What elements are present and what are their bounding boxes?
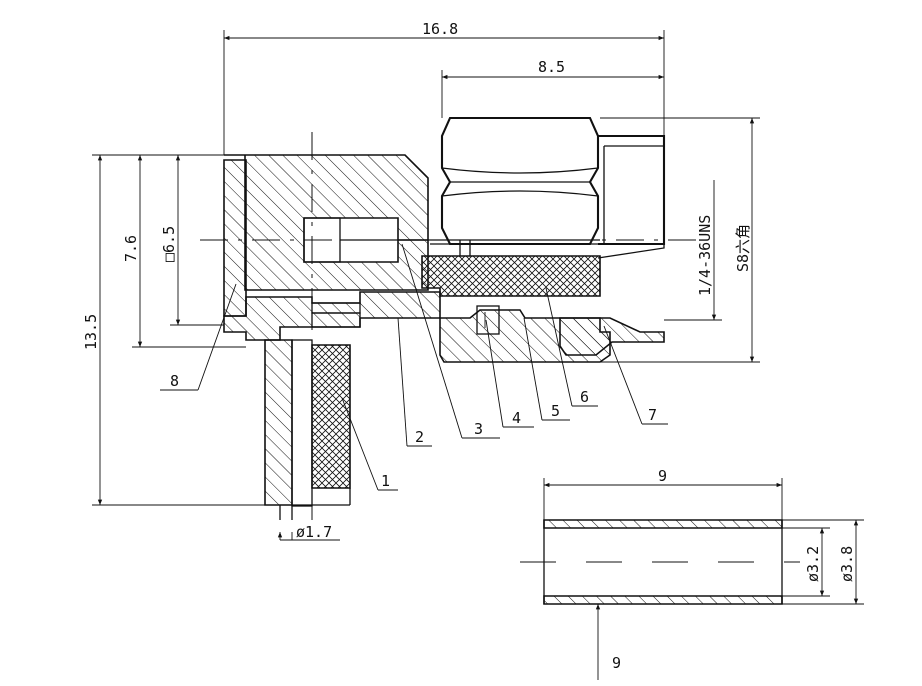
label-part-4: 4 [512,409,521,427]
cable-dielectric [311,344,351,489]
label-part-2: 2 [415,428,424,446]
label-part-6: 6 [580,388,589,406]
label-part-8: 8 [170,372,179,390]
leg-body [264,339,293,506]
coupling-nut [440,116,600,246]
label-part-5: 5 [551,402,560,420]
label-ferrule: 9 [612,654,621,672]
dim-ferrule-od: ø3.8 [838,546,856,582]
label-part-7: 7 [648,406,657,424]
dim-body-square: □6.5 [160,226,178,262]
ferrule-view: 9 ø3.2 ø3.8 9 [520,467,864,680]
dim-ferrule-id: ø3.2 [804,546,822,582]
label-part-1: 1 [381,472,390,490]
insulator [421,255,601,297]
body-housing [224,154,429,291]
dim-overall-height: 13.5 [82,314,100,350]
dim-hex: S8六角 [734,224,752,272]
dim-pin-diameter: ø1.7 [296,523,332,541]
dim-ferrule-length: 9 [658,467,667,485]
dim-nut-length: 8.5 [538,58,565,76]
nut-end [598,134,666,246]
dimensions: 16.8 8.5 13.5 7.6 □6.5 S8六角 1/4-36UNS ø1… [82,20,760,541]
body-lower [223,291,441,341]
connector-section [200,116,700,520]
back-cover [223,159,247,317]
front-ferrule [559,317,665,356]
part-callouts: 8 1 2 3 4 5 6 7 [160,243,668,491]
dim-overall-length: 16.8 [422,20,458,38]
dim-thread: 1/4-36UNS [696,215,714,296]
dim-body-height: 7.6 [122,235,140,262]
label-part-3: 3 [474,420,483,438]
